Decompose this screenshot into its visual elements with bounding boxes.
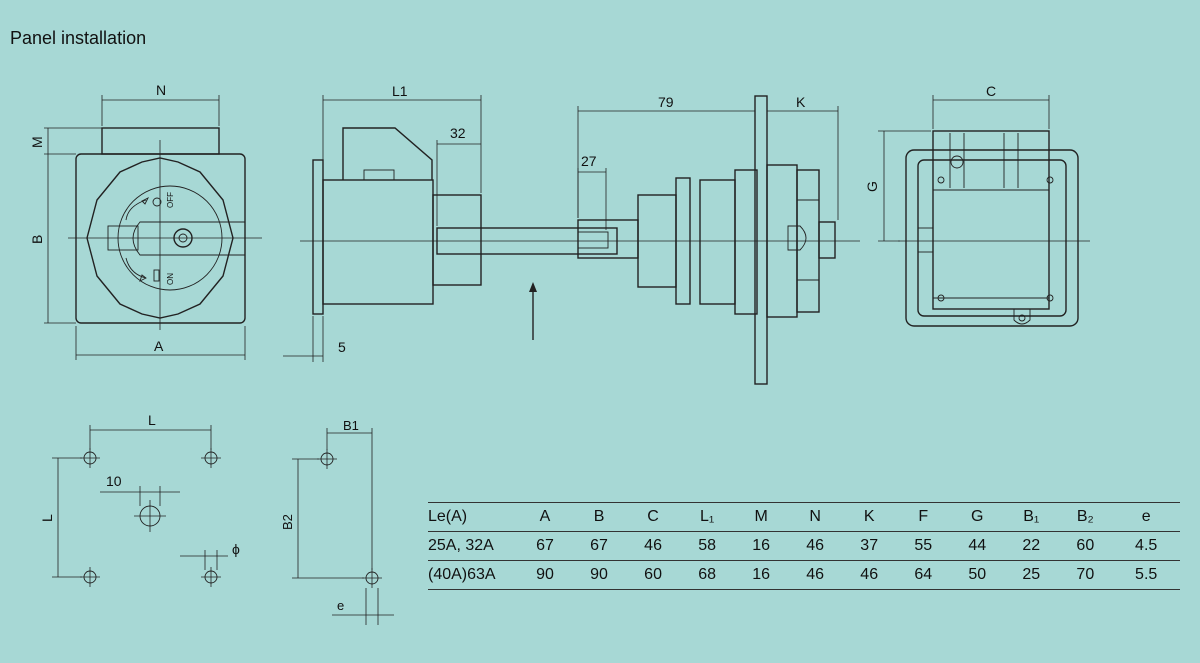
table-cell: 50 [950,560,1005,590]
dim-b-label: B [29,235,45,244]
table-cell: 90 [572,560,627,590]
table-header: F [896,502,951,532]
table-cell: 5.5 [1112,560,1180,590]
table-cell: 67 [572,531,627,561]
page-title: Panel installation [10,28,147,48]
table-cell: 46 [788,560,843,590]
on-label: ON [166,273,175,285]
table-header: B₁ [1004,502,1059,532]
dim-a-label: A [154,338,164,354]
table-cell: 44 [950,531,1005,561]
dim-l1-label: L1 [392,83,408,99]
table-cell: 16 [734,560,789,590]
table-row: 25A, 32A 67 67 46 58 16 46 37 55 44 22 6… [428,531,1180,561]
dim-g-label: G [864,181,880,192]
table-cell: 46 [626,531,681,561]
table-cell: 60 [626,560,681,590]
dim-m-label: M [29,136,45,148]
dim-b2-label: B2 [280,514,295,530]
dim-79-label: 79 [658,94,674,110]
table-cell: 68 [680,560,735,590]
table-cell: 58 [680,531,735,561]
dim-b1-label: B1 [343,418,359,433]
spec-table: Le(A) A B C L₁ M N K F G B₁ B₂ e 25A, 32… [428,502,1180,590]
dim-10-label: 10 [106,473,122,489]
table-cell: 46 [842,560,897,590]
table-header-row: Le(A) A B C L₁ M N K F G B₁ B₂ e [428,502,1180,532]
dim-phi-label: ϕ [232,541,240,557]
table-cell: 70 [1058,560,1113,590]
dim-32-label: 32 [450,125,466,141]
table-header: G [950,502,1005,532]
table-header: e [1112,502,1180,532]
dim-l-top-label: L [148,412,156,428]
rear-view: C G [864,83,1090,327]
table-header: M [734,502,789,532]
hole-top-left [80,448,100,468]
table-row: (40A)63A 90 90 60 68 16 46 46 64 50 25 7… [428,560,1180,590]
table-header: B₂ [1058,502,1113,532]
dim-c-label: C [986,83,996,99]
hole-top-right [201,448,221,468]
side-view: L1 32 5 27 79 K [283,83,860,385]
hole-bottom-right [201,567,221,587]
hole-center [134,500,166,532]
table-cell: 25 [1004,560,1059,590]
front-view: OFF ON N B M A [29,82,262,360]
table-cell: 55 [896,531,951,561]
table-cell: 16 [734,531,789,561]
table-cell: 4.5 [1112,531,1180,561]
table-cell: 46 [788,531,843,561]
dim-k-label: K [796,94,806,110]
hole-b1 [317,449,337,469]
table-header: Le(A) [428,502,518,532]
table-cell: 67 [518,531,573,561]
table-cell: 60 [1058,531,1113,561]
table-header: N [788,502,843,532]
hole-bottom-left [80,567,100,587]
dim-l-side-label: L [39,514,55,522]
hole-b2 [362,568,382,588]
hole-pattern: L L 10 ϕ B1 B2 e [39,412,394,625]
off-label: OFF [166,192,175,208]
dim-n-label: N [156,82,166,98]
dim-e-label: e [337,598,344,613]
table-header: B [572,502,627,532]
table-header: A [518,502,573,532]
table-cell: 64 [896,560,951,590]
table-cell: 90 [518,560,573,590]
table-cell: 37 [842,531,897,561]
dim-5-label: 5 [338,339,346,355]
table-header: K [842,502,897,532]
table-header: L₁ [680,502,735,532]
table-cell: 22 [1004,531,1059,561]
table-cell: 25A, 32A [428,531,518,561]
table-header: C [626,502,681,532]
dim-27-label: 27 [581,153,597,169]
table-cell: (40A)63A [428,560,518,590]
